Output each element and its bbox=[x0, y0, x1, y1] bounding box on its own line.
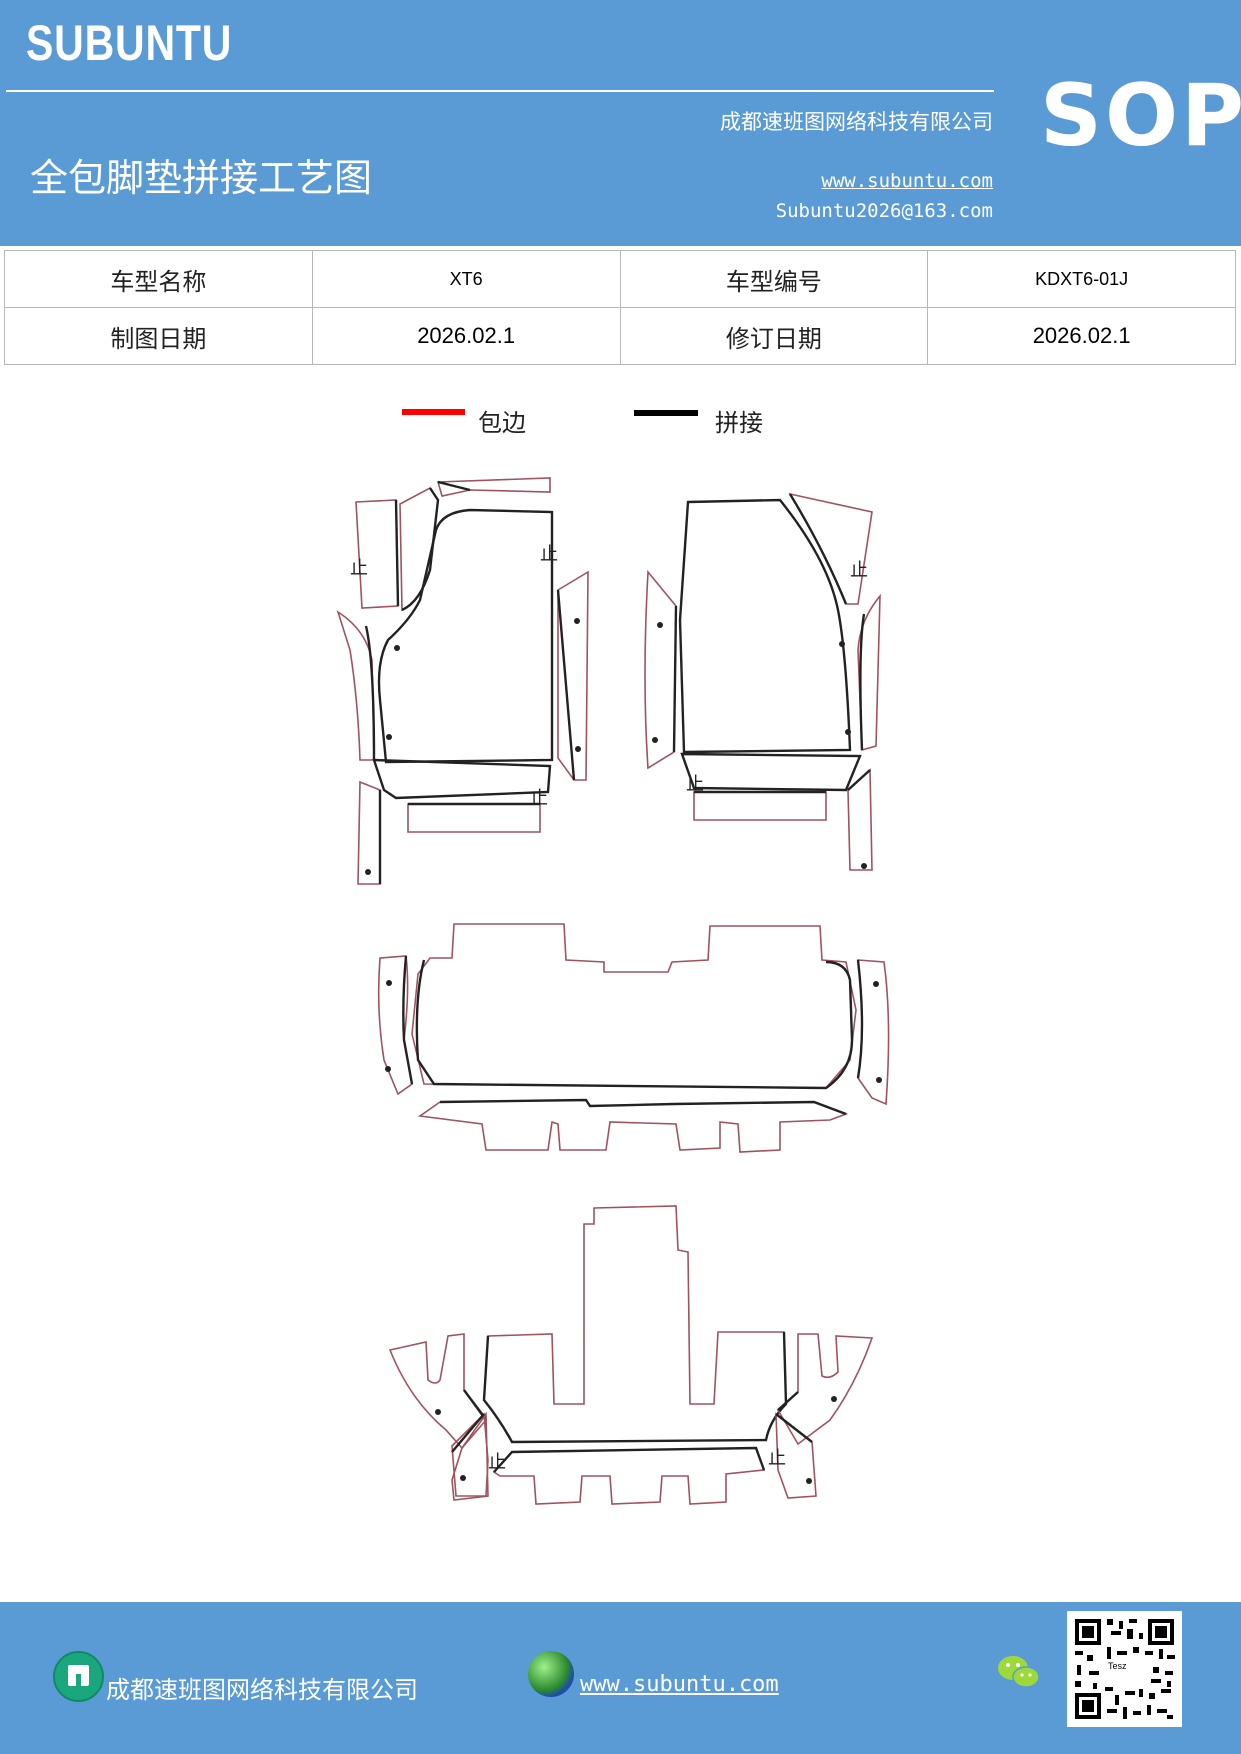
second-row-mat-group bbox=[377, 923, 890, 1153]
sop-label: SOP bbox=[1040, 66, 1241, 166]
footer-company-name: 成都速班图网络科技有限公司 bbox=[106, 1676, 418, 1704]
wechat-icon bbox=[998, 1656, 1040, 1688]
page-title: 全包脚垫拼接工艺图 bbox=[30, 156, 373, 200]
model-code-label: 车型编号 bbox=[619, 250, 929, 308]
revision-date-label: 修订日期 bbox=[619, 307, 929, 365]
model-name-value: XT6 bbox=[311, 250, 621, 308]
legend-edge-label: 包边 bbox=[478, 409, 526, 437]
stop-marker: 止 bbox=[350, 558, 368, 579]
footer-website-link[interactable]: www.subuntu.com bbox=[580, 1672, 779, 1697]
stop-marker: 止 bbox=[488, 1452, 506, 1473]
legend-seam-label: 拼接 bbox=[715, 409, 763, 437]
table-row: 制图日期 2026.02.1 修订日期 2026.02.1 bbox=[4, 307, 1236, 365]
email-address: Subuntu2026@163.com bbox=[775, 200, 993, 222]
stop-marker: 止 bbox=[530, 788, 548, 809]
legend-black-line bbox=[634, 410, 698, 416]
header-banner bbox=[0, 0, 1241, 246]
drawing-date-value: 2026.02.1 bbox=[311, 307, 621, 365]
legend-red-line bbox=[402, 409, 465, 415]
front-left-mat-group: 止 止 止 bbox=[336, 477, 589, 885]
website-link[interactable]: www.subuntu.com bbox=[821, 170, 993, 192]
stop-marker: 止 bbox=[768, 1448, 786, 1469]
header-divider bbox=[6, 90, 994, 92]
stop-marker: 止 bbox=[540, 544, 558, 565]
stop-marker: 止 bbox=[686, 774, 704, 795]
globe-icon bbox=[528, 1651, 574, 1697]
front-right-mat-group: 止 止 bbox=[644, 492, 881, 871]
info-table: 车型名称 XT6 车型编号 KDXT6-01J 制图日期 2026.02.1 修… bbox=[4, 250, 1236, 365]
qr-label: Tesz bbox=[1108, 1661, 1127, 1671]
model-code-value: KDXT6-01J bbox=[927, 250, 1236, 308]
stop-marker: 止 bbox=[850, 560, 868, 581]
table-row: 车型名称 XT6 车型编号 KDXT6-01J bbox=[4, 250, 1236, 308]
model-name-label: 车型名称 bbox=[4, 250, 313, 308]
revision-date-value: 2026.02.1 bbox=[927, 307, 1236, 365]
third-row-mat-group: 止 止 bbox=[388, 1205, 874, 1505]
brand-logo: SUBUNTU bbox=[26, 15, 233, 71]
company-name: 成都速班图网络科技有限公司 bbox=[720, 110, 993, 134]
drawing-date-label: 制图日期 bbox=[4, 307, 313, 365]
building-icon bbox=[53, 1651, 104, 1702]
